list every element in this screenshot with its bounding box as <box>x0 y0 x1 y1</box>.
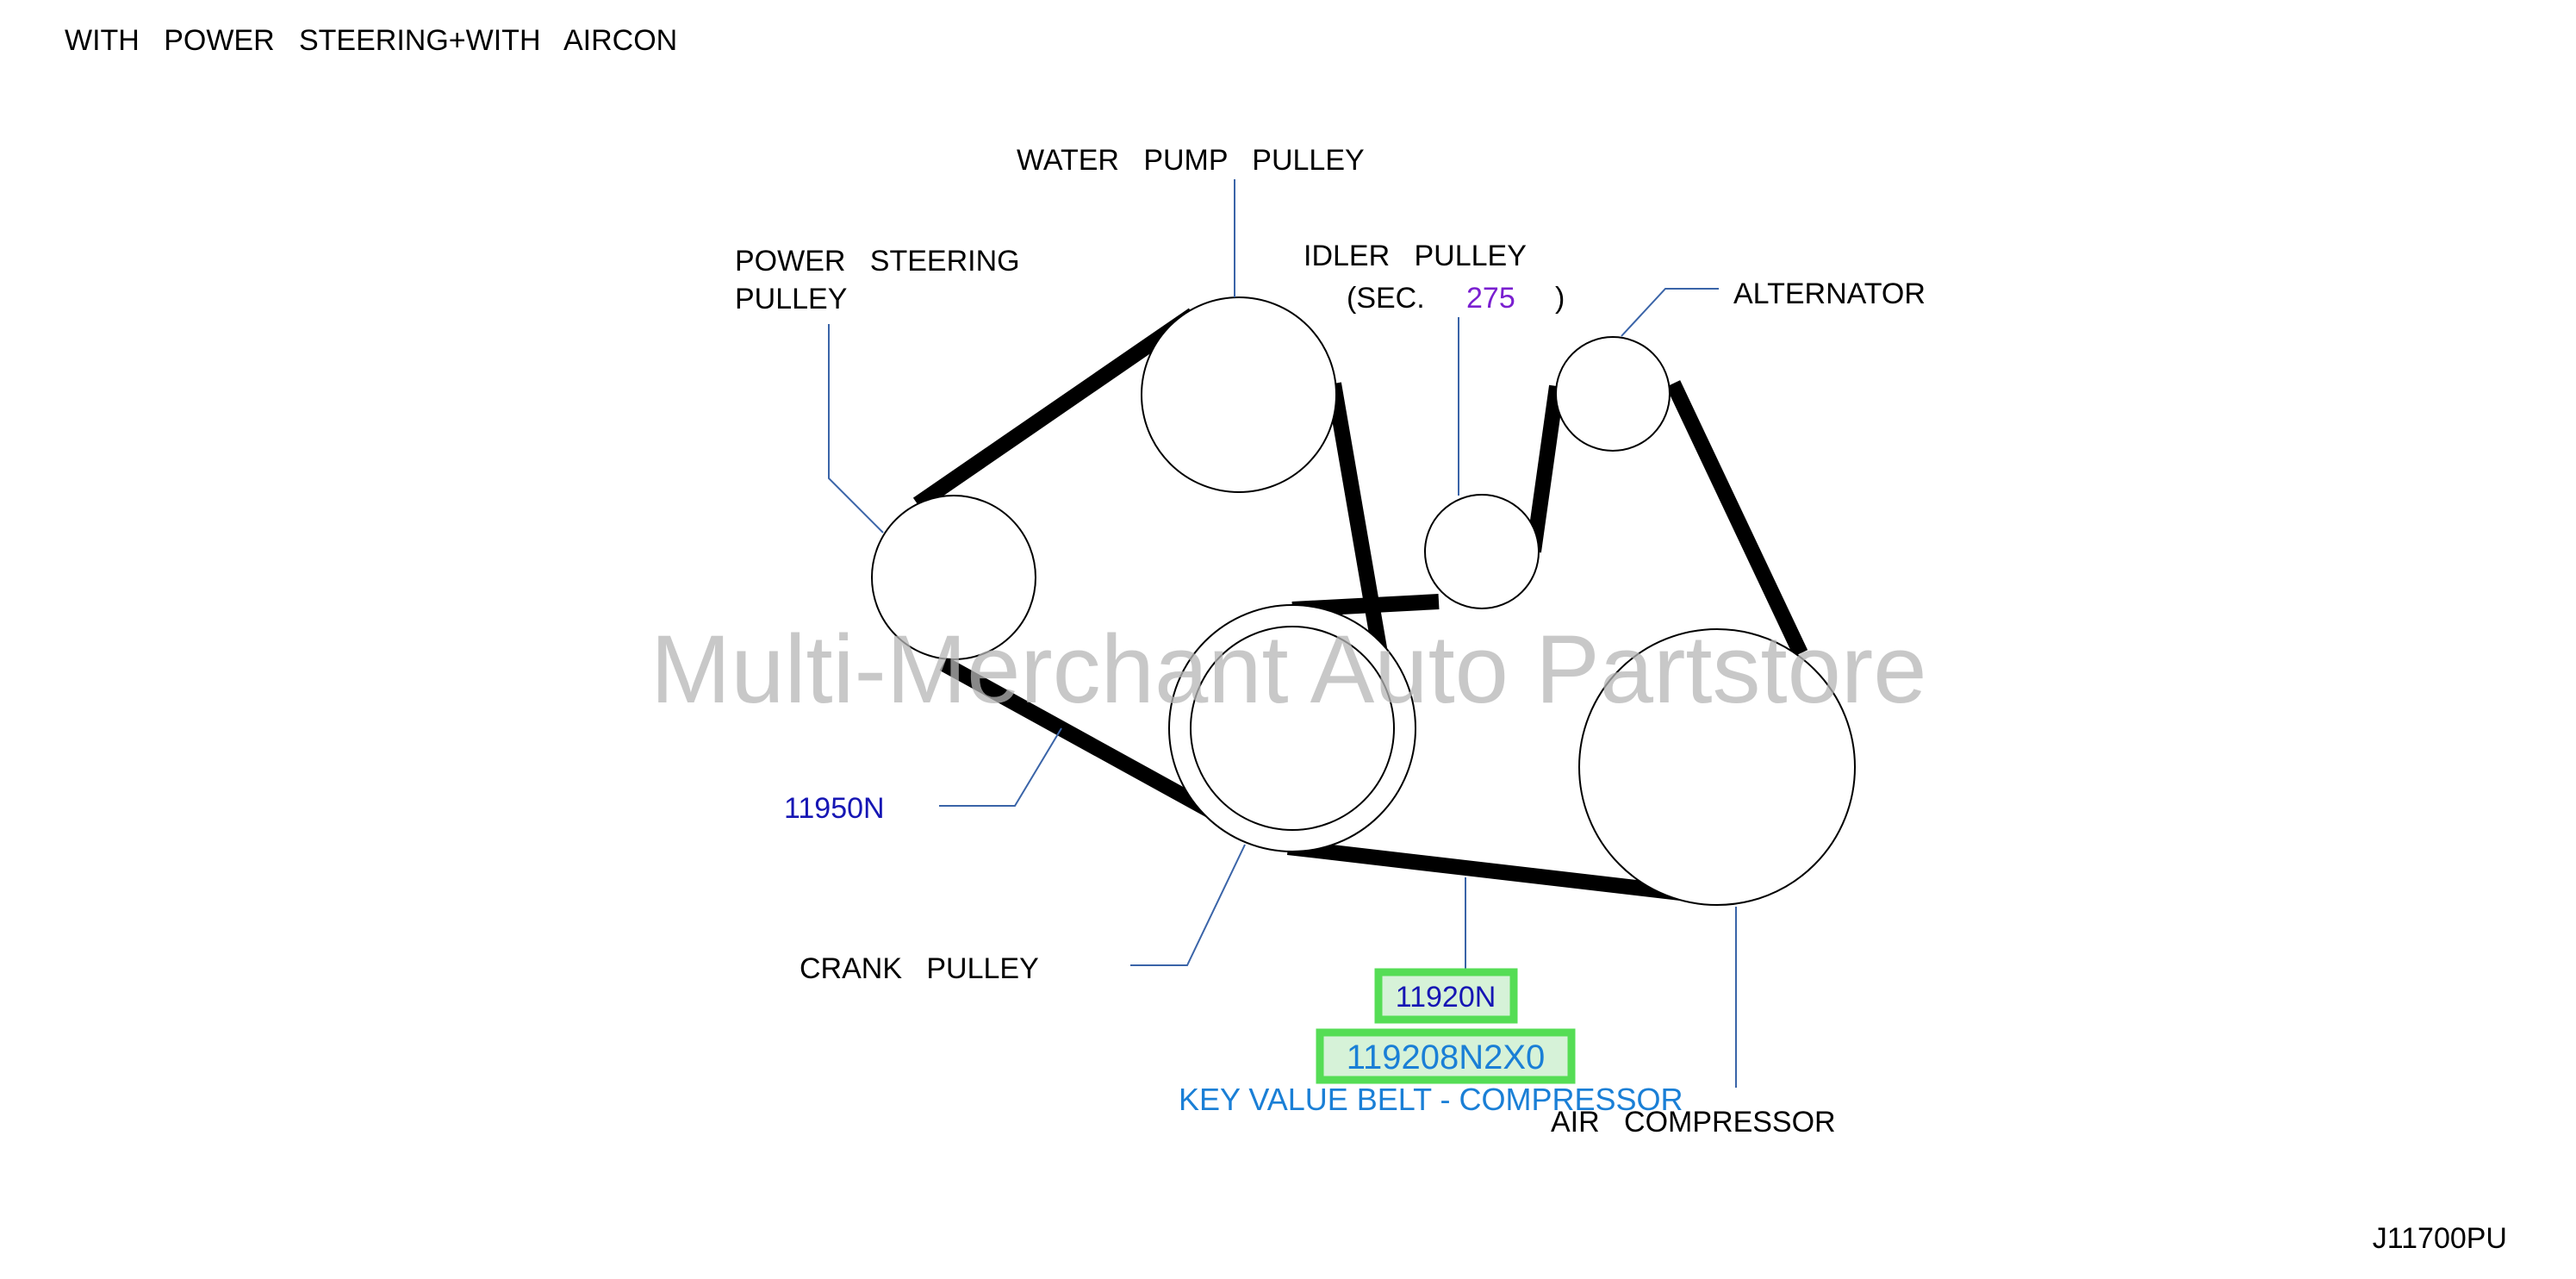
water-pump-pulley <box>1141 296 1337 493</box>
power-steering-pulley <box>871 495 1036 660</box>
label-power-steering-line2: PULLEY <box>735 283 847 315</box>
part-number-highlight[interactable] <box>1316 1028 1576 1084</box>
label-power-steering-line1: POWER STEERING <box>735 245 1020 278</box>
leader-alternator <box>1621 288 1719 337</box>
drive-belts <box>912 308 1808 904</box>
belt-segment-crank-to-compressor <box>1286 839 1712 904</box>
crank-pulley-inner <box>1190 626 1395 831</box>
part-number-link[interactable]: 119208N2X0 <box>1347 1039 1546 1076</box>
part-ref-11920n-link[interactable]: 11920N <box>1396 981 1496 1014</box>
leader-power-steering <box>828 324 884 533</box>
idler-pulley <box>1424 494 1540 609</box>
belt-segment-ps-to-waterpump <box>912 308 1198 511</box>
leader-crank <box>1130 844 1246 966</box>
label-water-pump-pulley: WATER PUMP PULLEY <box>1017 144 1365 177</box>
belt-segment-alternator-to-compressor <box>1665 380 1808 657</box>
part-ref-11950n-link[interactable]: 11950N <box>784 792 885 825</box>
alternator-pulley <box>1555 336 1671 452</box>
leader-lines <box>828 179 1737 1088</box>
label-alternator: ALTERNATOR <box>1733 278 1926 310</box>
store-watermark: Multi-Merchant Auto Partstore <box>650 615 1926 723</box>
pulleys <box>871 296 1856 906</box>
diagram-title: WITH POWER STEERING+WITH AIRCON <box>65 24 677 57</box>
diagram-code: J11700PU <box>2373 1222 2507 1255</box>
label-crank-pulley: CRANK PULLEY <box>800 952 1039 985</box>
air-compressor-pulley <box>1578 628 1856 906</box>
belt-segment-idler-to-alternator <box>1526 384 1565 553</box>
label-idler-sec-prefix: (SEC. <box>1347 282 1425 315</box>
label-idler-sec-suffix: ) <box>1555 282 1565 315</box>
leader-11950n <box>939 727 1062 807</box>
section-275-link[interactable]: 275 <box>1466 282 1515 315</box>
label-air-compressor: AIR COMPRESSOR <box>1551 1106 1836 1139</box>
part-description: KEY VALUE BELT - COMPRESSOR <box>1179 1082 1683 1117</box>
label-idler-pulley: IDLER PULLEY <box>1304 240 1527 272</box>
belt-segment-ps-to-crank <box>939 657 1245 834</box>
part-ref-11920n-highlight[interactable] <box>1374 968 1518 1024</box>
